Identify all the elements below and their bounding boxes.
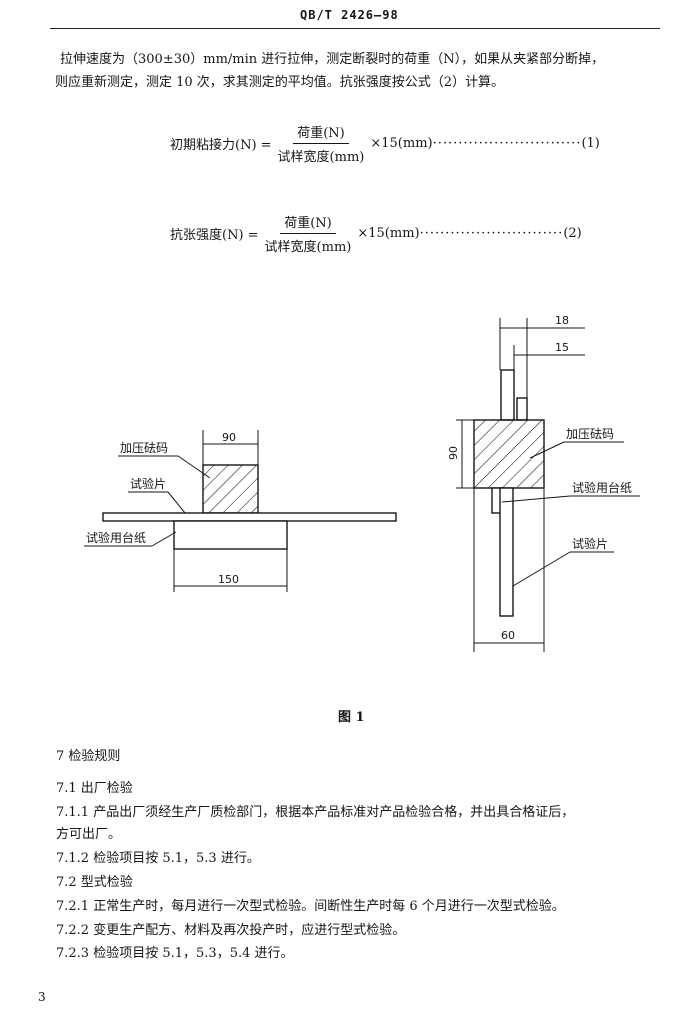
formula-2-fraction: 荷重(N) 试样宽度(mm) xyxy=(261,212,356,255)
right-leader-paper-b xyxy=(501,495,571,503)
formula-2-denominator: 试样宽度(mm) xyxy=(264,240,352,255)
section-7-2-2: 7.2.2 变更生产配方、材料及再次投产时，应进行型式检验。 xyxy=(56,923,406,938)
right-top-paper xyxy=(516,397,528,421)
left-diagram: 90 150 加压砝码 试验片 试验用台纸 xyxy=(84,430,397,592)
right-label-sample: 试验片 xyxy=(572,536,608,551)
left-label-weight: 加压砝码 xyxy=(120,440,168,455)
left-dim-90: 90 xyxy=(222,431,236,444)
left-sample-strip xyxy=(102,512,397,522)
left-weight-block xyxy=(202,464,259,514)
formula-1-denominator: 试样宽度(mm) xyxy=(277,150,365,165)
formula-1-number: (1) xyxy=(581,136,600,151)
figure-1: 90 150 加压砝码 试验片 试验用台纸 18 xyxy=(84,314,640,652)
formula-2-lhs: 抗张强度(N) = xyxy=(170,228,259,243)
formula-1-fraction: 荷重(N) 试样宽度(mm) xyxy=(274,122,369,165)
right-leader-weight-b xyxy=(529,441,565,459)
intro-line-1: 拉伸速度为（300±30）mm/min 进行拉伸，测定断裂时的荷重（N），如果从… xyxy=(60,52,605,67)
right-diagram: 18 15 90 60 加压砝码 试验用台纸 试验片 xyxy=(447,314,640,652)
formula-2: 抗张强度(N) = 荷重(N) 试样宽度(mm) ×15(mm) ·······… xyxy=(170,212,582,255)
section-7-1-2: 7.1.2 检验项目按 5.1，5.3 进行。 xyxy=(56,851,260,866)
formula-1-lhs: 初期粘接力(N) = xyxy=(170,138,272,153)
header-rule xyxy=(50,28,660,29)
right-dim-15: 15 xyxy=(555,341,569,354)
right-dim-60: 60 xyxy=(501,629,515,642)
section-7-1-1-line1: 7.1.1 产品出厂须经生产厂质检部门，根据本产品标准对产品检验合格，并出具合格… xyxy=(56,805,575,820)
section-7-1: 7.1 出厂检验 xyxy=(56,781,133,796)
left-leader-paper-b xyxy=(151,531,177,547)
right-weight-block xyxy=(473,419,545,489)
section-7-2: 7.2 型式检验 xyxy=(56,875,133,890)
right-label-paper: 试验用台纸 xyxy=(572,480,632,495)
right-lower-strip xyxy=(499,487,514,617)
formula-1-rhs: ×15(mm) xyxy=(370,136,433,151)
right-dim-18: 18 xyxy=(555,314,569,327)
formula-1-numerator: 荷重(N) xyxy=(293,122,349,144)
left-label-paper: 试验用台纸 xyxy=(86,530,146,545)
standard-code: QB/T 2426—98 xyxy=(300,8,399,22)
left-dim-150: 150 xyxy=(218,573,239,586)
right-label-weight: 加压砝码 xyxy=(566,426,614,441)
left-leader-weight-b xyxy=(177,455,211,479)
intro-line-2: 则应重新测定，测定 10 次，求其测定的平均值。抗张强度按公式（2）计算。 xyxy=(55,75,505,90)
formula-1-leader: ····························· xyxy=(432,136,582,151)
left-label-sample: 试验片 xyxy=(130,476,166,491)
figure-caption: 图 1 xyxy=(338,710,365,725)
formula-2-leader: ···························· xyxy=(419,226,564,241)
section-7-title: 7 检验规则 xyxy=(56,749,121,764)
right-top-strip xyxy=(500,369,515,421)
right-dim-90: 90 xyxy=(447,446,460,460)
right-leader-sample-b xyxy=(512,551,571,587)
formula-2-numerator: 荷重(N) xyxy=(280,212,336,234)
page-number: 3 xyxy=(38,990,46,1004)
left-leader-sample-b xyxy=(167,491,186,514)
section-7-1-1-line2: 方可出厂。 xyxy=(56,827,122,842)
section-7-2-1: 7.2.1 正常生产时，每月进行一次型式检验。间断性生产时每 6 个月进行一次型… xyxy=(56,899,565,914)
formula-1: 初期粘接力(N) = 荷重(N) 试样宽度(mm) ×15(mm) ······… xyxy=(170,122,600,165)
formula-2-rhs: ×15(mm) xyxy=(357,226,420,241)
formula-2-number: (2) xyxy=(563,226,582,241)
left-paper-base xyxy=(173,520,288,550)
section-7-2-3: 7.2.3 检验项目按 5.1，5.3，5.4 进行。 xyxy=(56,946,294,961)
